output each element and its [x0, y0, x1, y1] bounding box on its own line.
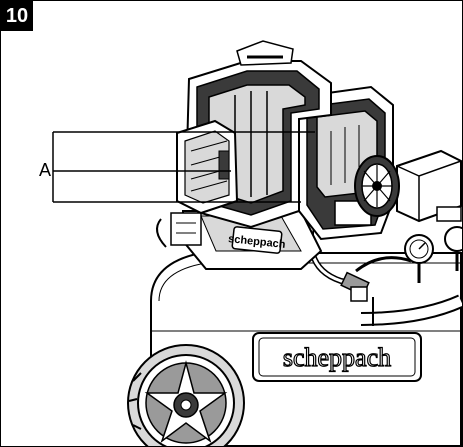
pressure-gauge-right [444, 226, 462, 271]
callout-a-leaders [52, 131, 315, 203]
callout-label-a: A [39, 160, 52, 180]
wheel [127, 344, 245, 446]
tank-brand-text: scheppach [283, 343, 391, 372]
figure-number: 10 [1, 1, 33, 31]
pressure-gauge-left [404, 234, 434, 283]
handle-bar [360, 294, 462, 326]
fan-grille [354, 155, 400, 217]
left-cylinder-head [176, 119, 239, 215]
pump-base: scheppach [156, 210, 323, 270]
tank-brand-plate: scheppach [252, 332, 422, 382]
pressure-switch [396, 149, 462, 223]
